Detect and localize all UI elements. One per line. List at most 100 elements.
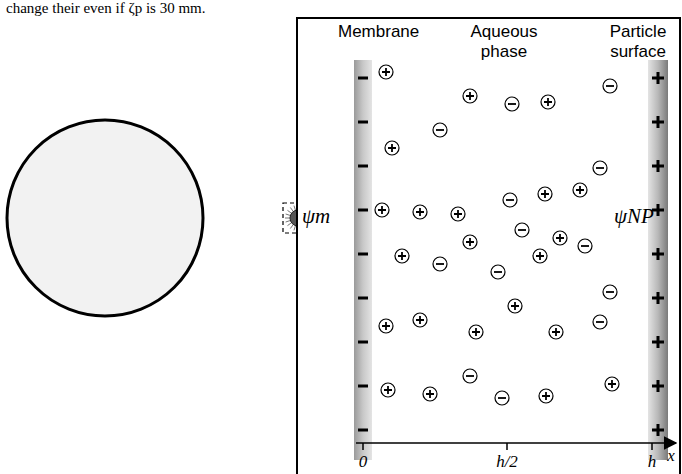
negative-charge: [358, 297, 368, 300]
axis-tick-label: 0: [349, 452, 377, 472]
ion-sign: [581, 245, 589, 247]
ion-circle: [505, 97, 519, 111]
particle-surface-band: [648, 60, 668, 460]
positive-charge: [652, 380, 664, 392]
axis-tick: [506, 443, 508, 450]
anion: [491, 265, 505, 279]
ion-sign: [378, 206, 386, 214]
negative-charge: [358, 385, 368, 388]
positive-charge: [652, 116, 664, 128]
ion-sign: [466, 238, 474, 246]
halo-spike: [286, 220, 291, 222]
ion-circle: [495, 391, 509, 405]
ion-circle: [549, 325, 563, 339]
ion-circle: [385, 141, 399, 155]
ion-circle: [433, 257, 447, 271]
axis-tick-label: h: [638, 452, 666, 472]
anion: [593, 315, 607, 329]
cation: [463, 235, 477, 249]
anion: [463, 369, 477, 383]
cation: [605, 377, 619, 391]
cation: [573, 183, 587, 197]
cation: [508, 299, 522, 313]
ion-sign: [436, 129, 444, 131]
axis-tick: [362, 443, 364, 450]
halo-spike: [287, 223, 291, 226]
ion-sign: [511, 302, 519, 310]
cation: [549, 325, 563, 339]
ion-sign: [416, 316, 424, 324]
ion-circle: [375, 203, 389, 217]
ion-sign: [596, 167, 604, 169]
halo-spike: [286, 214, 291, 216]
ion-circle: [491, 265, 505, 279]
halo-spike: [294, 226, 296, 231]
ion-sign: [544, 98, 552, 106]
cation: [463, 89, 477, 103]
ion-sign: [472, 328, 480, 336]
ion-circle: [538, 187, 552, 201]
ion-circle: [503, 193, 517, 207]
anion: [603, 79, 617, 93]
ion-sign: [498, 397, 506, 399]
positive-charge: [652, 72, 664, 84]
halo-spike: [285, 218, 290, 219]
ion-sign: [384, 386, 392, 394]
negative-charge: [358, 77, 368, 80]
ion-sign: [606, 85, 614, 87]
x-axis: [356, 442, 676, 444]
ion-sign: [542, 392, 550, 400]
ion-circle: [605, 377, 619, 391]
ion-circle: [423, 387, 437, 401]
ion-sign: [426, 390, 434, 398]
axis-tick-label: h/2: [489, 452, 525, 472]
cation: [533, 249, 547, 263]
ion-circle: [508, 299, 522, 313]
negative-charge: [358, 253, 368, 256]
cation: [469, 325, 483, 339]
ion-circle: [603, 79, 617, 93]
ion-circle: [379, 319, 393, 333]
ion-sign: [596, 321, 604, 323]
ion-sign: [606, 291, 614, 293]
axis-label: x: [663, 446, 679, 466]
cation: [381, 383, 395, 397]
negative-charge: [358, 165, 368, 168]
ion-sign: [388, 144, 396, 152]
ion-sign: [556, 234, 564, 242]
ion-sign: [541, 190, 549, 198]
region-label: Particle surface: [598, 22, 678, 61]
ion-circle: [413, 205, 427, 219]
ion-circle: [433, 123, 447, 137]
anion: [503, 193, 517, 207]
positive-charge: [652, 292, 664, 304]
ion-circle: [578, 239, 592, 253]
ion-sign: [518, 229, 526, 231]
cation: [413, 313, 427, 327]
membrane-band: [354, 60, 372, 460]
ion-sign: [508, 103, 516, 105]
cropped-caption: change their even if ζp is 30 mm.: [6, 0, 206, 17]
positive-charge: [652, 424, 664, 436]
ion-circle: [553, 231, 567, 245]
halo-spike: [294, 206, 296, 211]
ion-sign: [382, 68, 390, 76]
positive-charge: [652, 336, 664, 348]
ion-circle: [593, 315, 607, 329]
ion-sign: [416, 208, 424, 216]
ion-circle: [539, 389, 553, 403]
ion-circle: [381, 383, 395, 397]
ion-circle: [463, 235, 477, 249]
ion-sign: [576, 186, 584, 194]
negative-charge: [358, 341, 368, 344]
ion-circle: [379, 65, 393, 79]
ion-circle: [451, 207, 465, 221]
ion-sign: [436, 263, 444, 265]
cation: [538, 187, 552, 201]
ions: [375, 65, 619, 405]
halo-spike: [290, 207, 293, 211]
zoom-panel: [297, 18, 680, 474]
negative-charge: [358, 429, 368, 432]
positive-charge: [652, 248, 664, 260]
